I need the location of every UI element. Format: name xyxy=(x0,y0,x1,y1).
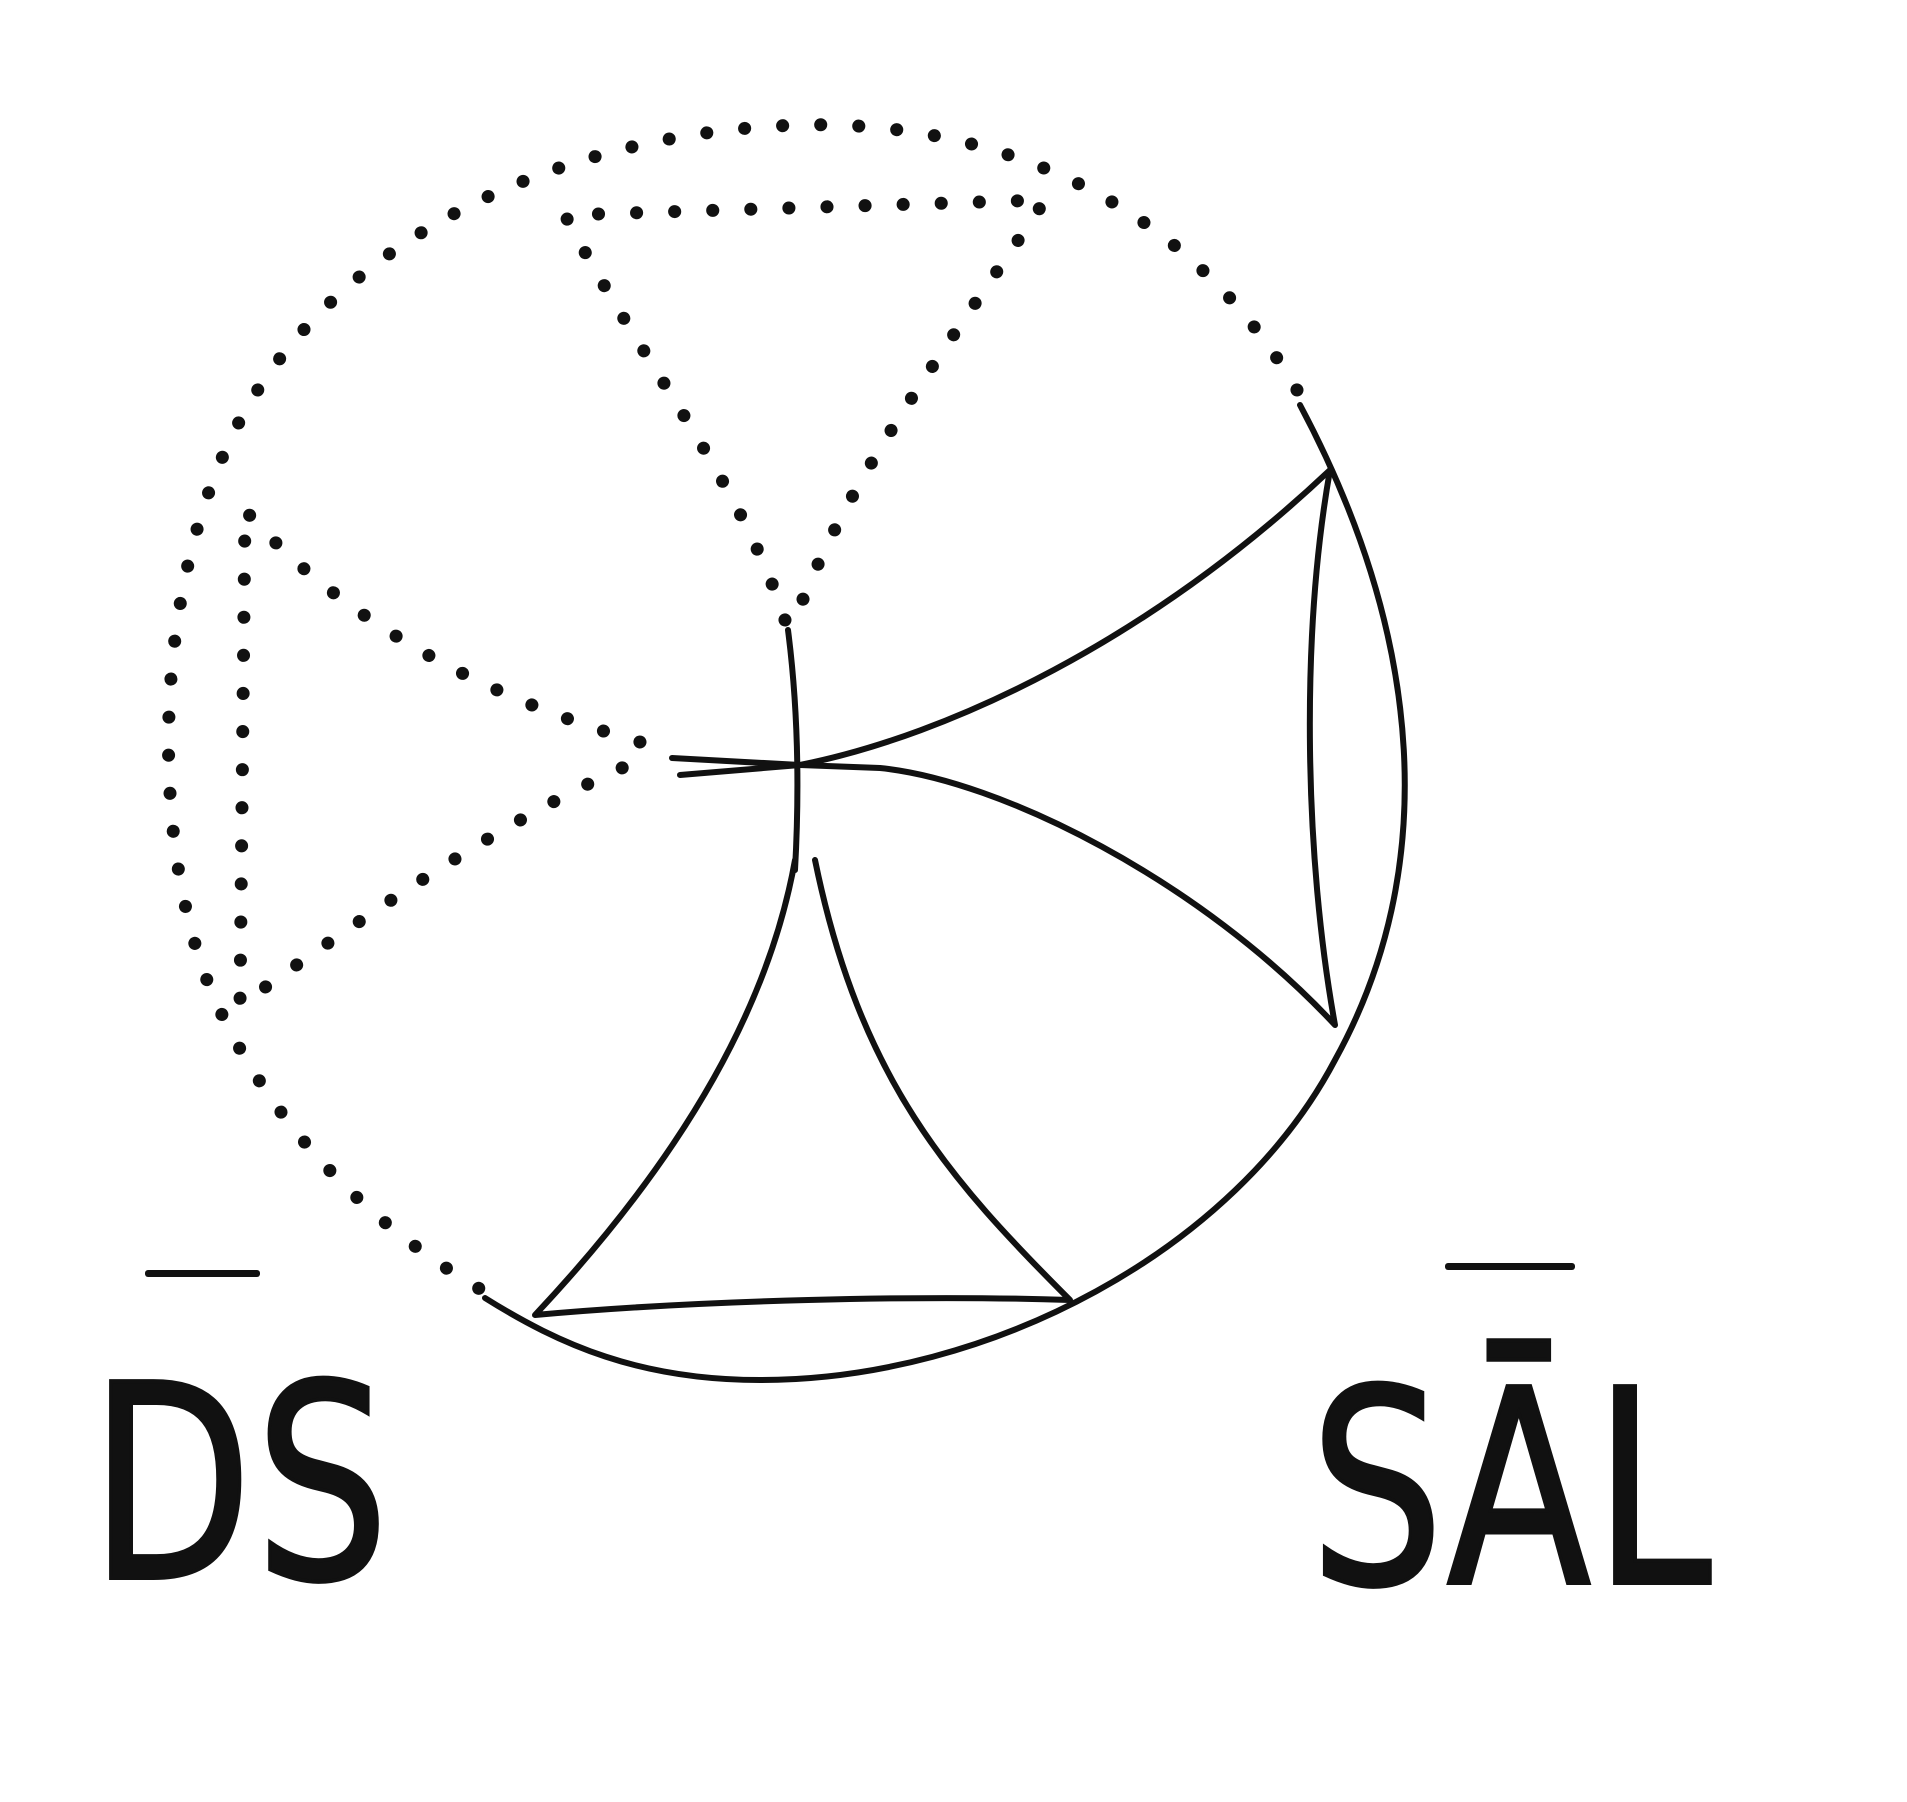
left-label: DS xyxy=(88,1327,393,1642)
dotted-outer-arc xyxy=(162,118,1304,1299)
center-left-stroke xyxy=(669,755,803,778)
right-label: SĀL xyxy=(1308,1332,1715,1647)
left-label-overbar xyxy=(145,1270,260,1277)
dotted-top-arm xyxy=(554,193,1058,627)
right-label-overbar xyxy=(1445,1263,1575,1270)
dotted-left-arm xyxy=(233,492,647,1018)
solid-right-arm xyxy=(797,467,1338,1028)
solid-outer-arc xyxy=(482,402,1408,1383)
center-vertical-stroke xyxy=(785,627,801,873)
solid-bottom-arm xyxy=(532,857,1073,1318)
